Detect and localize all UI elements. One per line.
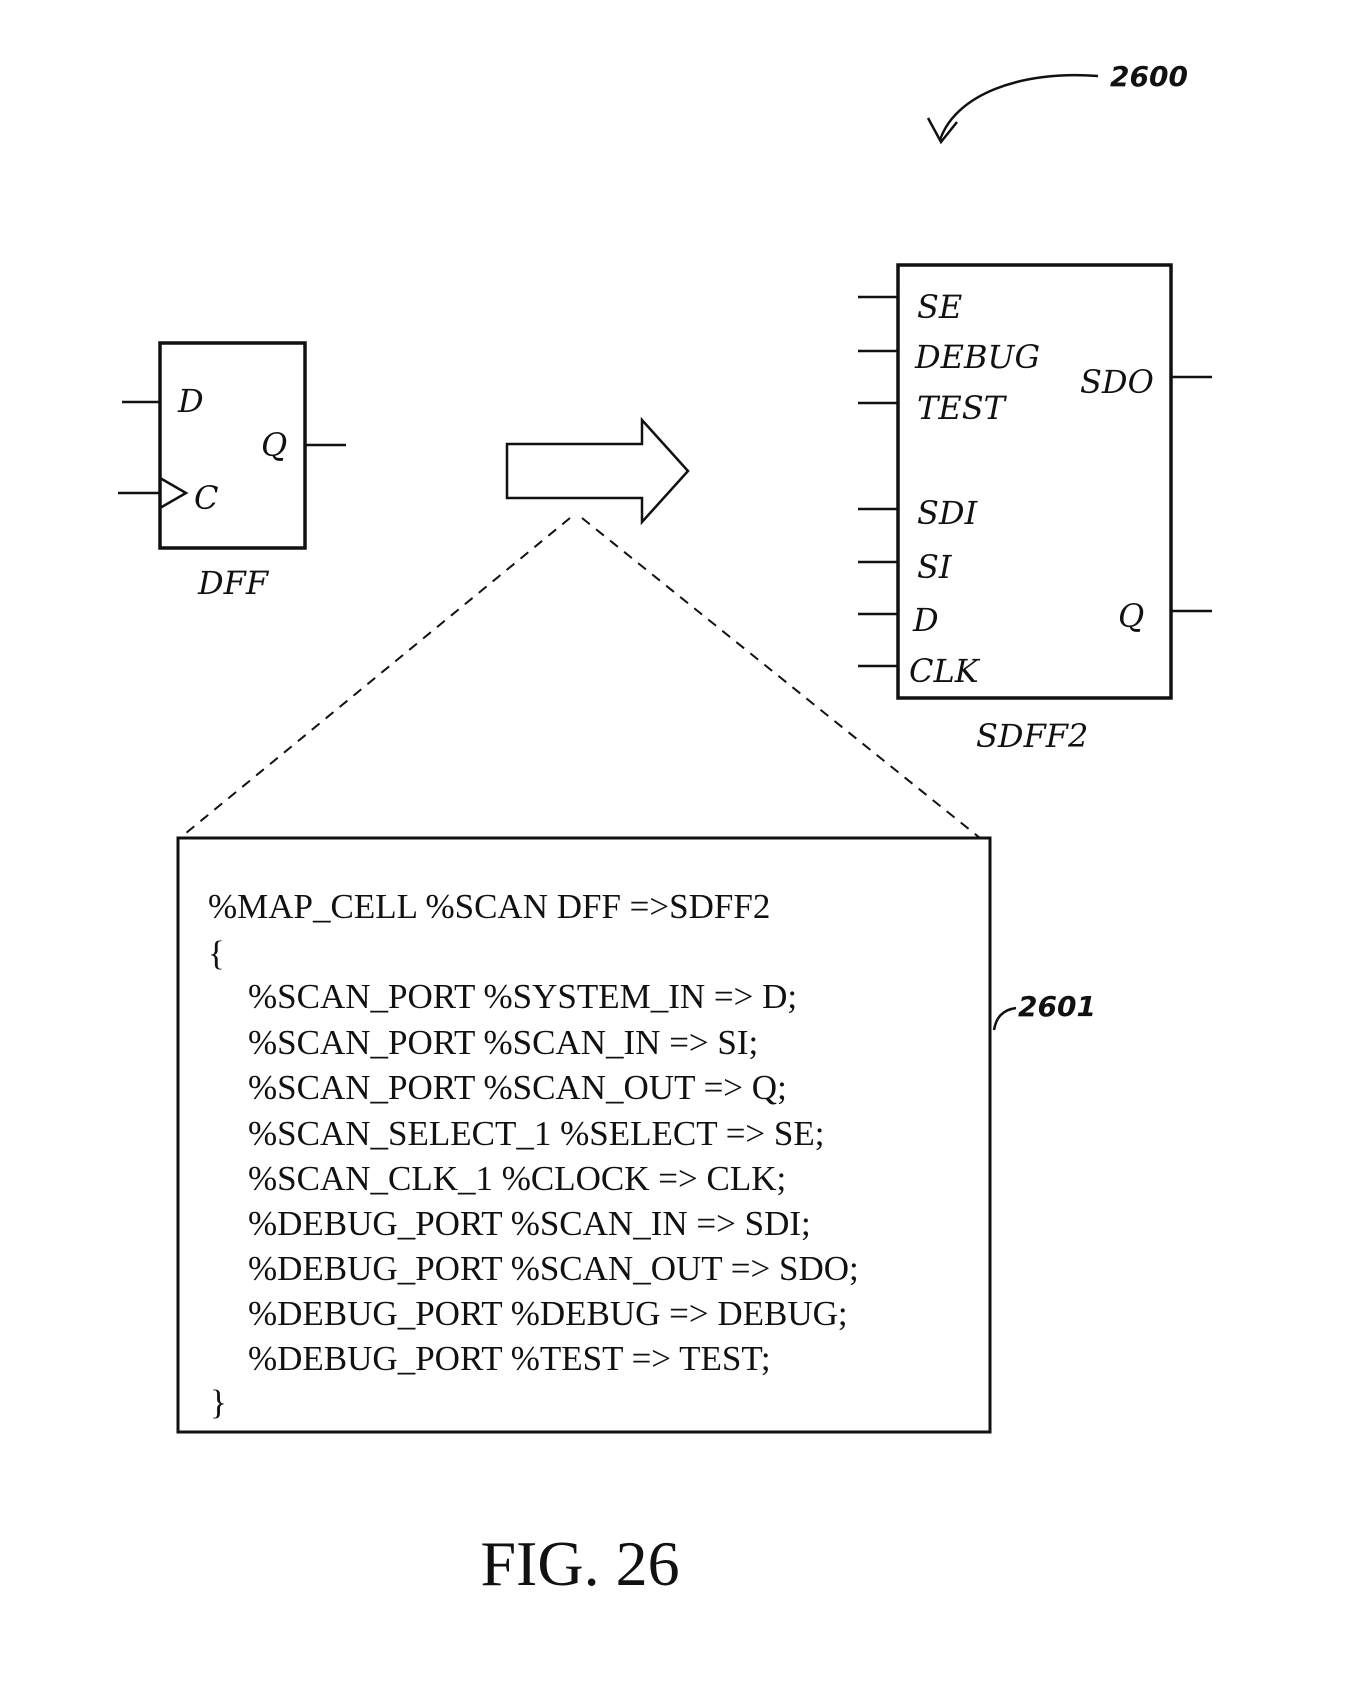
code-line-1: %MAP_CELL %SCAN DFF =>SDFF2: [208, 887, 770, 926]
figure-caption: FIG. 26: [480, 1528, 679, 1599]
sdff2-pin-d: D: [912, 601, 939, 639]
reference-leader-2601: [994, 1008, 1016, 1030]
box-reference: 2601: [994, 990, 1096, 1030]
code-line-8: %DEBUG_PORT %SCAN_IN => SDI;: [248, 1204, 811, 1243]
mapping-box: %MAP_CELL %SCAN DFF =>SDFF2 { %SCAN_PORT…: [178, 838, 990, 1432]
code-line-6: %SCAN_SELECT_1 %SELECT => SE;: [248, 1114, 825, 1153]
code-line-2: {: [208, 934, 225, 973]
code-line-10: %DEBUG_PORT %DEBUG => DEBUG;: [248, 1294, 848, 1333]
code-line-3: %SCAN_PORT %SYSTEM_IN => D;: [248, 977, 797, 1016]
sdff2-name: SDFF2: [976, 717, 1088, 755]
sdff2-pin-clk: CLK: [909, 652, 981, 690]
code-line-12: }: [210, 1383, 227, 1422]
reference-leader-2600: [940, 75, 1098, 140]
figure-reference: 2600: [928, 60, 1188, 142]
code-line-4: %SCAN_PORT %SCAN_IN => SI;: [248, 1023, 758, 1062]
sdff2-pin-sdo: SDO: [1080, 363, 1154, 401]
dff-block: D C Q DFF: [118, 343, 346, 602]
reference-arrowhead-2600: [928, 118, 957, 142]
code-line-11: %DEBUG_PORT %TEST => TEST;: [248, 1339, 771, 1378]
sdff2-pin-test: TEST: [917, 389, 1008, 427]
sdff2-pin-q: Q: [1118, 597, 1144, 635]
sdff2-pin-sdi: SDI: [917, 494, 979, 532]
sdff2-pin-debug: DEBUG: [914, 338, 1040, 376]
sdff2-pin-se: SE: [917, 288, 962, 326]
projection-lines: [180, 518, 980, 838]
reference-number-2601: 2601: [1018, 990, 1096, 1023]
code-line-5: %SCAN_PORT %SCAN_OUT => Q;: [248, 1068, 787, 1107]
sdff2-pin-si: SI: [917, 548, 953, 586]
dff-pin-q: Q: [261, 426, 287, 464]
reference-number-2600: 2600: [1110, 60, 1188, 93]
transform-arrow-icon: [507, 420, 688, 522]
dff-pin-d: D: [177, 382, 204, 420]
dff-pin-c: C: [194, 479, 218, 517]
dff-name: DFF: [197, 564, 270, 602]
sdff2-block: SE DEBUG TEST SDI SI D CLK SDO Q SDFF2: [858, 265, 1212, 755]
code-line-9: %DEBUG_PORT %SCAN_OUT => SDO;: [248, 1249, 859, 1288]
code-line-7: %SCAN_CLK_1 %CLOCK => CLK;: [248, 1159, 786, 1198]
